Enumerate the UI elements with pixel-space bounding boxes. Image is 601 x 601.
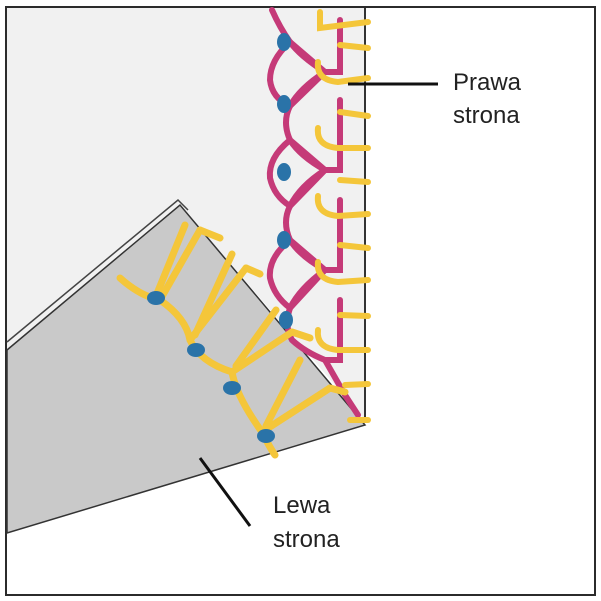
right-side-label-line2: strona [453, 102, 520, 129]
left-side-label-line1: Lewa [273, 492, 331, 519]
left-side-leader [198, 457, 252, 527]
yellow-edge-loops [314, 9, 371, 423]
left-side-label-line2: strona [273, 526, 340, 553]
flap-knots [147, 291, 275, 443]
fabric-fold-edge [6, 198, 189, 343]
right-chain-knots [277, 33, 293, 329]
right-side-label-line1: Prawa [453, 69, 522, 96]
fabric-right-side [7, 8, 365, 420]
